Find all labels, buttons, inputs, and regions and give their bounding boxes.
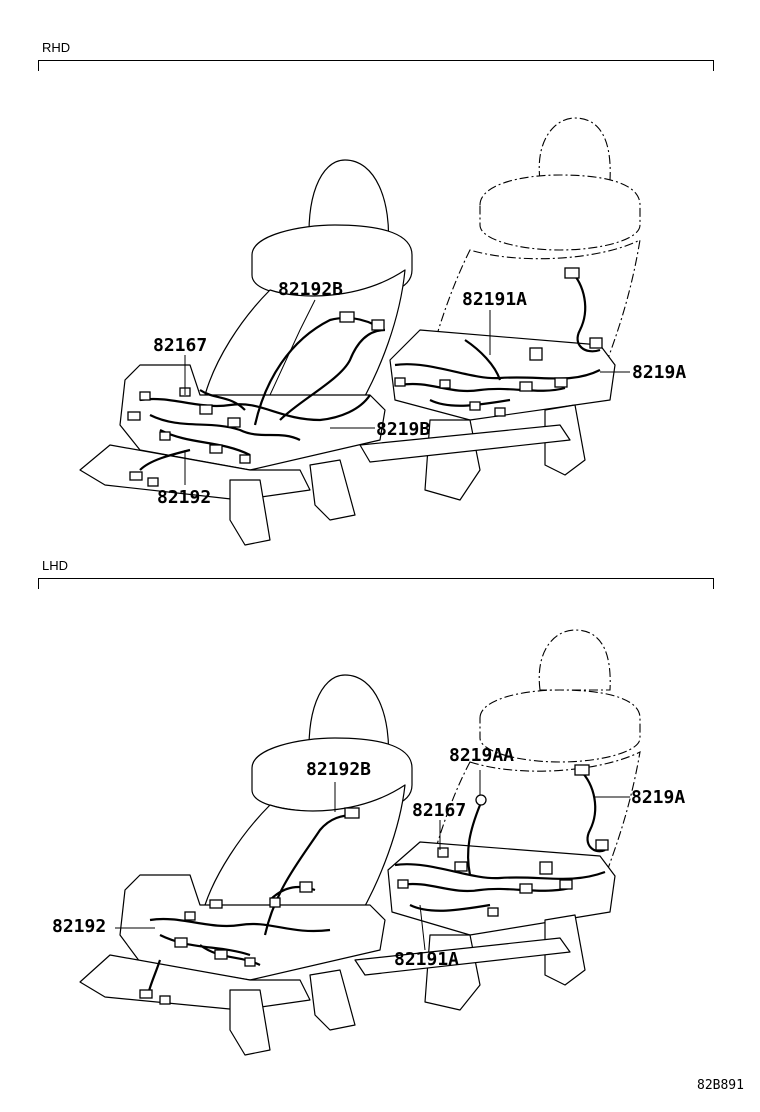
rhd-leader-lines xyxy=(184,299,630,485)
lhd-left-harness xyxy=(139,807,360,1005)
lhd-callout-82191a: 82191A xyxy=(394,949,460,970)
rhd-callout-82192: 82192 xyxy=(157,487,212,508)
lhd-callout-82192: 82192 xyxy=(52,916,107,937)
rhd-callout-82167: 82167 xyxy=(153,335,208,356)
rhd-callout-82192b: 82192B xyxy=(278,279,344,300)
rhd-left-harness xyxy=(127,311,386,487)
lhd-right-harness xyxy=(394,764,609,917)
rhd-right-seat xyxy=(359,117,641,501)
section-bracket-rhd xyxy=(38,60,714,71)
rhd-left-seat xyxy=(79,159,413,546)
lhd-callout-82192b: 82192B xyxy=(306,759,372,780)
lhd-left-seat xyxy=(79,674,413,1056)
lhd-callout-82167: 82167 xyxy=(412,800,467,821)
rhd-callout-8219a: 8219A xyxy=(632,362,687,383)
rhd-right-harness xyxy=(394,267,603,417)
lhd-callout-8219a: 8219A xyxy=(631,787,686,808)
lhd-leader-lines xyxy=(115,770,630,951)
lhd-callout-8219aa: 8219AA xyxy=(449,745,515,766)
section-label-rhd: RHD xyxy=(42,40,71,55)
figure-code: 82B891 xyxy=(697,1078,744,1093)
rhd-callout-8219b: 8219B xyxy=(376,419,431,440)
rhd-seat-diagram xyxy=(79,117,641,546)
rhd-callout-82191a: 82191A xyxy=(462,289,528,310)
section-label-lhd: LHD xyxy=(42,558,69,573)
section-bracket-lhd xyxy=(38,578,714,589)
